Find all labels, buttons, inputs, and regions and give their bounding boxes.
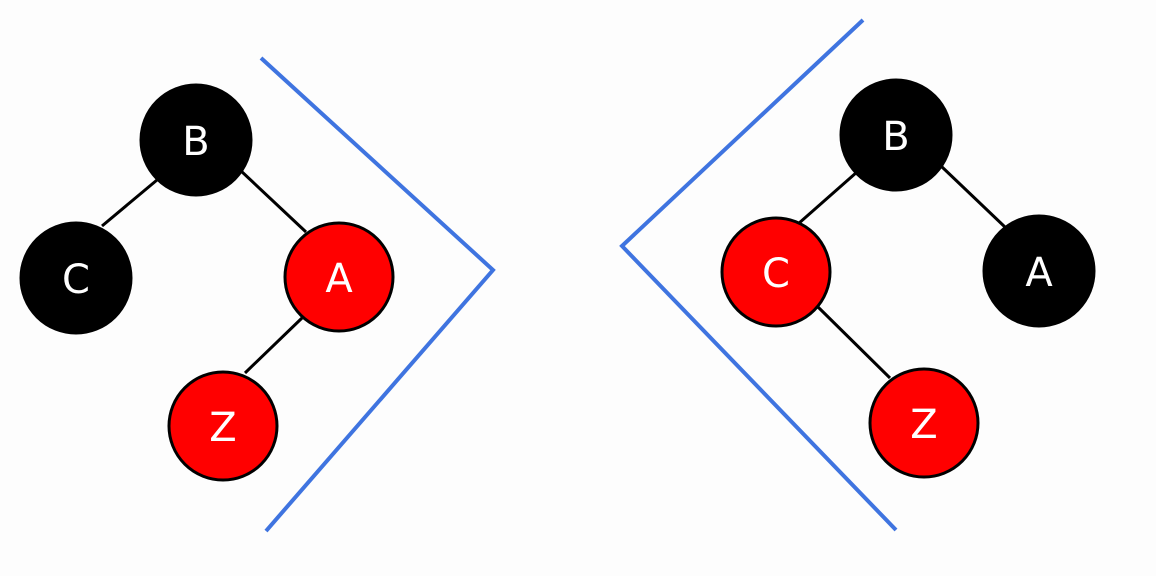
left-edge-b-a xyxy=(238,168,308,234)
right-edge-b-c xyxy=(797,170,858,226)
left-node-b-circle xyxy=(139,83,253,197)
right-edge-b-a xyxy=(939,164,1008,230)
left-node-c-label: C xyxy=(62,257,90,303)
right-node-b-label: B xyxy=(882,114,909,160)
left-tree: B C A Z xyxy=(19,83,395,482)
left-edge-b-c xyxy=(101,178,158,228)
right-bracket xyxy=(619,18,898,532)
right-edge-c-z xyxy=(816,305,892,380)
right-node-z: Z xyxy=(868,367,980,479)
left-node-b-label: B xyxy=(182,119,209,165)
right-node-c: C xyxy=(720,216,832,328)
right-node-c-circle xyxy=(720,216,832,328)
right-node-c-label: C xyxy=(762,251,790,297)
left-edge-a-z xyxy=(243,316,304,375)
left-node-c-circle xyxy=(19,221,133,335)
right-node-b-circle xyxy=(839,78,953,192)
left-node-a-circle xyxy=(283,221,395,333)
left-node-z-circle xyxy=(167,370,279,482)
right-node-a-label: A xyxy=(1025,250,1053,296)
left-node-c: C xyxy=(19,221,133,335)
left-node-b: B xyxy=(139,83,253,197)
right-node-z-label: Z xyxy=(910,402,937,448)
left-node-a: A xyxy=(283,221,395,333)
left-node-a-label: A xyxy=(325,256,353,302)
right-node-a: A xyxy=(982,214,1096,328)
left-bracket xyxy=(259,56,496,533)
right-node-z-circle xyxy=(868,367,980,479)
right-node-a-circle xyxy=(982,214,1096,328)
left-node-z: Z xyxy=(167,370,279,482)
left-node-z-label: Z xyxy=(209,405,236,451)
right-tree-edges xyxy=(797,164,1008,380)
right-node-b: B xyxy=(839,78,953,192)
right-tree: B C A Z xyxy=(720,78,1096,479)
left-tree-edges xyxy=(101,168,308,375)
